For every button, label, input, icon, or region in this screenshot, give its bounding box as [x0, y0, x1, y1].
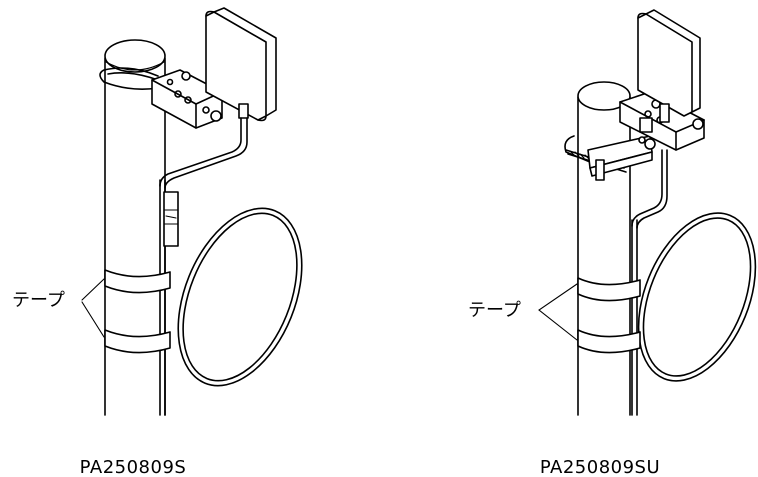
cable-loop-left	[177, 207, 303, 387]
cable-loop-right	[637, 212, 757, 382]
antenna-cable-left	[159, 103, 249, 189]
mounting-bracket-left	[151, 69, 223, 129]
tape-callout-left: テープ	[12, 278, 105, 338]
tape-callout-right: テープ	[468, 283, 578, 341]
u-bolt-left	[99, 67, 159, 90]
diagram-left: テープ PA250809S	[12, 7, 303, 477]
mast-pole-right	[577, 81, 631, 416]
antenna-panel-left	[205, 7, 277, 122]
cable-down-right	[631, 149, 668, 416]
tape-label-right: テープ	[468, 300, 521, 321]
model-label-left: PA250809S	[80, 457, 187, 477]
tape-bands-right	[577, 277, 641, 354]
antenna-panel-right	[637, 9, 701, 123]
cable-down-left	[159, 179, 179, 416]
diagram-right: テープ PA250809SU	[468, 9, 757, 477]
tape-bands-left	[104, 269, 171, 354]
model-label-right: PA250809SU	[540, 457, 660, 477]
threaded-u-bolt-right	[564, 135, 656, 181]
mast-pole-left	[104, 39, 166, 416]
tape-label-left: テープ	[12, 290, 65, 311]
